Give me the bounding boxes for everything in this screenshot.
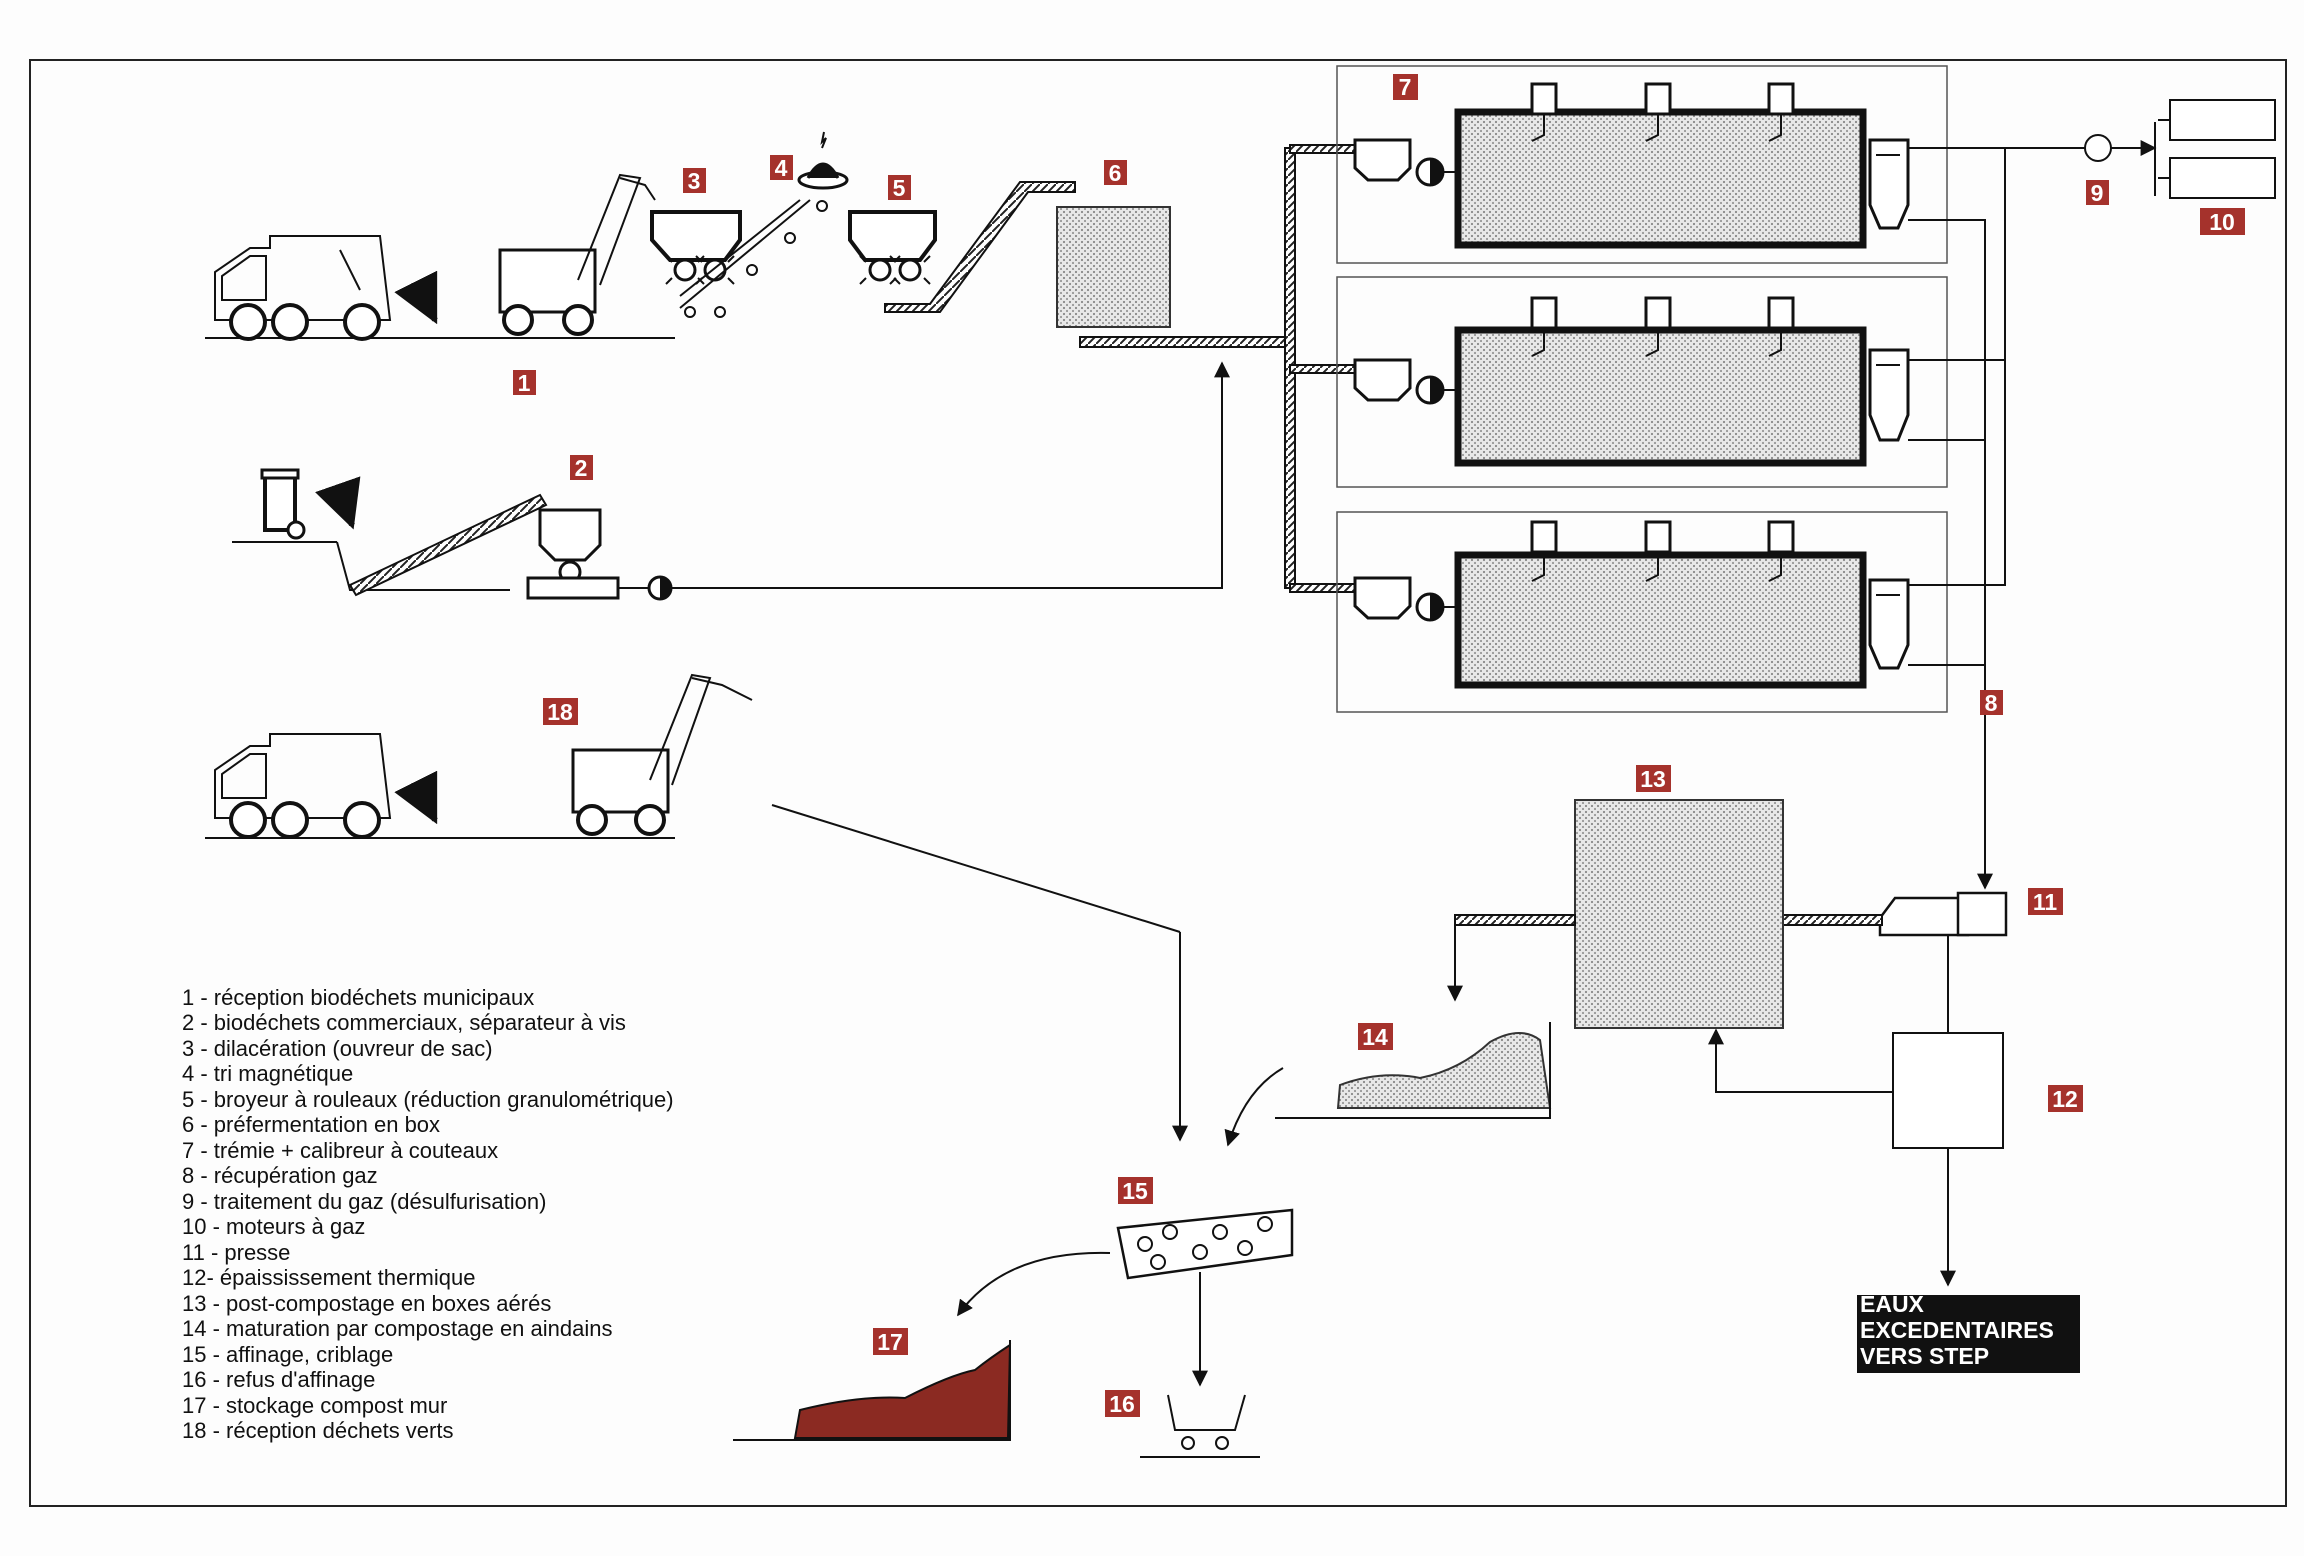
- badge-8-label: 8: [1985, 690, 1998, 716]
- legend-item-8: 8 - récupération gaz: [182, 1163, 378, 1188]
- inclined-conveyor: [884, 181, 1076, 313]
- badge-17-label: 17: [877, 1329, 903, 1355]
- legend-item-9: 9 - traitement du gaz (désulfurisation): [182, 1189, 546, 1214]
- badge-6: [1104, 160, 1127, 185]
- badge-15-label: 15: [1122, 1178, 1148, 1204]
- reject-cart: [1140, 1394, 1260, 1458]
- badge-4-label: 4: [775, 155, 788, 181]
- badge-2: [570, 455, 593, 480]
- legend-item-14: 14 - maturation par compostage en aindai…: [182, 1316, 612, 1341]
- magnetic-sort: [679, 131, 849, 318]
- outlet-line-3: VERS STEP: [1860, 1343, 1989, 1369]
- badge-12-label: 12: [2052, 1086, 2078, 1112]
- gas-treatment-unit: [2084, 134, 2112, 162]
- badge-7-label: 7: [1399, 74, 1412, 100]
- legend-item-12: 12- épaississement thermique: [182, 1265, 475, 1290]
- legend-item-13: 13 - post-compostage en boxes aérés: [182, 1291, 551, 1316]
- badge-3-label: 3: [688, 168, 701, 194]
- badge-16: [1105, 1390, 1140, 1417]
- green-waste-truck: [205, 673, 753, 839]
- legend-item-2: 2 - biodéchets commerciaux, séparateur à…: [182, 1010, 626, 1035]
- legend-item-7: 7 - trémie + calibreur à couteaux: [182, 1138, 498, 1163]
- municipal-truck: [205, 235, 675, 341]
- legend-item-1: 1 - réception biodéchets municipaux: [182, 985, 534, 1010]
- badge-13: [1636, 765, 1671, 792]
- badge-9-label: 9: [2091, 180, 2104, 206]
- badge-1: [513, 370, 536, 395]
- outlet-box: [1857, 1295, 2080, 1373]
- frame: [29, 59, 2287, 1507]
- badge-5: [888, 175, 911, 200]
- loader-1: [498, 173, 656, 336]
- legend-item-4: 4 - tri magnétique: [182, 1061, 353, 1086]
- badge-14: [1358, 1023, 1393, 1050]
- post-composting-box: [1574, 799, 1784, 1029]
- badge-14-label: 14: [1362, 1024, 1388, 1050]
- commercial-bin: [232, 361, 1230, 601]
- press: [1781, 891, 2008, 937]
- roller-crusher: [848, 210, 937, 285]
- compost-pile: [733, 1340, 1012, 1441]
- windrow: [1224, 1022, 1552, 1147]
- legend-item-16: 16 - refus d'affinage: [182, 1367, 375, 1392]
- legend-item-17: 17 - stockage compost mur: [182, 1393, 447, 1418]
- legend: 1 - réception biodéchets municipaux 2 - …: [182, 985, 674, 1443]
- badge-15: [1118, 1177, 1153, 1204]
- screen: [957, 1208, 1294, 1387]
- legend-item-18: 18 - réception déchets verts: [182, 1418, 453, 1443]
- badge-18: [543, 698, 578, 725]
- legend-item-6: 6 - préfermentation en box: [182, 1112, 440, 1137]
- badge-7: [1393, 74, 1418, 100]
- thickener-lines: [1708, 935, 1956, 1287]
- badge-4: [770, 155, 793, 180]
- box-feed: [1447, 914, 1576, 1002]
- badge-16-label: 16: [1109, 1391, 1135, 1417]
- legend-item-3: 3 - dilacération (ouvreur de sac): [182, 1036, 493, 1061]
- prefermentation-box: [1056, 206, 1171, 328]
- badge-10: [2200, 208, 2245, 235]
- outlet-line-2: EXCEDENTAIRES: [1860, 1317, 2054, 1343]
- badge-17: [873, 1328, 908, 1355]
- badge-13-label: 13: [1640, 766, 1666, 792]
- badge-9: [2086, 180, 2109, 205]
- legend-item-10: 10 - moteurs à gaz: [182, 1214, 365, 1239]
- gas-lines: [1908, 122, 2157, 890]
- gas-engines: [2158, 99, 2276, 199]
- badge-6-label: 6: [1109, 160, 1122, 186]
- legend-item-15: 15 - affinage, criblage: [182, 1342, 393, 1367]
- badge-12: [2048, 1085, 2083, 1112]
- badge-11-label: 11: [2033, 889, 2058, 915]
- badge-3: [683, 168, 706, 193]
- thermal-thickener: [1892, 1032, 2004, 1149]
- legend-item-5: 5 - broyeur à rouleaux (réduction granul…: [182, 1087, 674, 1112]
- outlet-line-1: EAUX: [1860, 1291, 1925, 1317]
- legend-item-11: 11 - presse: [182, 1240, 290, 1265]
- badge-1-label: 1: [518, 370, 531, 396]
- badges: 1 2 3 4 5 6 7 8 9 10 11 12 13 14 15 16 1…: [513, 74, 2245, 1417]
- badge-2-label: 2: [575, 455, 588, 481]
- badge-8: [1980, 690, 2003, 715]
- badge-11: [2028, 888, 2063, 915]
- digesters: [1336, 65, 1948, 713]
- badge-10-label: 10: [2209, 209, 2235, 235]
- badge-18-label: 18: [547, 699, 573, 725]
- bag-opener: [650, 210, 742, 285]
- badge-5-label: 5: [893, 175, 906, 201]
